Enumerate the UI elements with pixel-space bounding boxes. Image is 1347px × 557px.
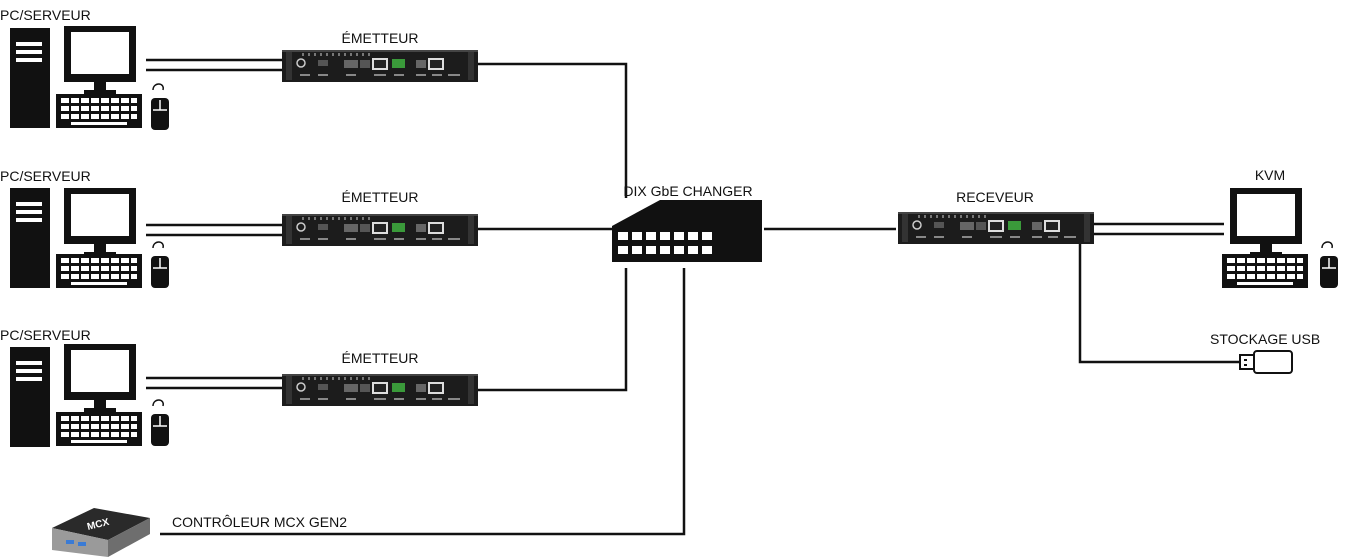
switch-label: DIX GbE CHANGER — [623, 183, 753, 199]
usb-storage-icon — [1239, 350, 1293, 374]
controller-logo-text: MCX — [86, 517, 111, 533]
receiver-label: RECEVEUR — [956, 189, 1034, 205]
kvm-label: KVM — [1254, 167, 1286, 183]
usb-storage-label: STOCKAGE USB — [1210, 331, 1321, 347]
pc-server-label-2: PC/SERVEUR — [0, 168, 91, 184]
transmitter-device-1 — [281, 49, 479, 83]
transmitter-label-3: ÉMETTEUR — [341, 350, 419, 366]
network-switch-icon — [612, 200, 762, 262]
controller-label: CONTRÔLEUR MCX GEN2 — [172, 514, 348, 530]
transmitter-label-2: ÉMETTEUR — [341, 189, 419, 205]
pc-server-1 — [10, 26, 170, 131]
pc-server-3 — [10, 344, 170, 447]
transmitter-device-3 — [281, 373, 479, 407]
transmitter-label-1: ÉMETTEUR — [341, 30, 419, 46]
pc-server-label-1: PC/SERVEUR — [0, 7, 91, 23]
receiver-device — [897, 211, 1095, 245]
transmitter-device-2 — [281, 213, 479, 247]
mcx-controller-icon: MCX — [52, 508, 150, 557]
pc-server-2 — [10, 188, 170, 289]
pc-server-label-3: PC/SERVEUR — [0, 327, 91, 343]
kvm-workstation — [1222, 188, 1339, 289]
connection-lines — [146, 58, 1240, 536]
